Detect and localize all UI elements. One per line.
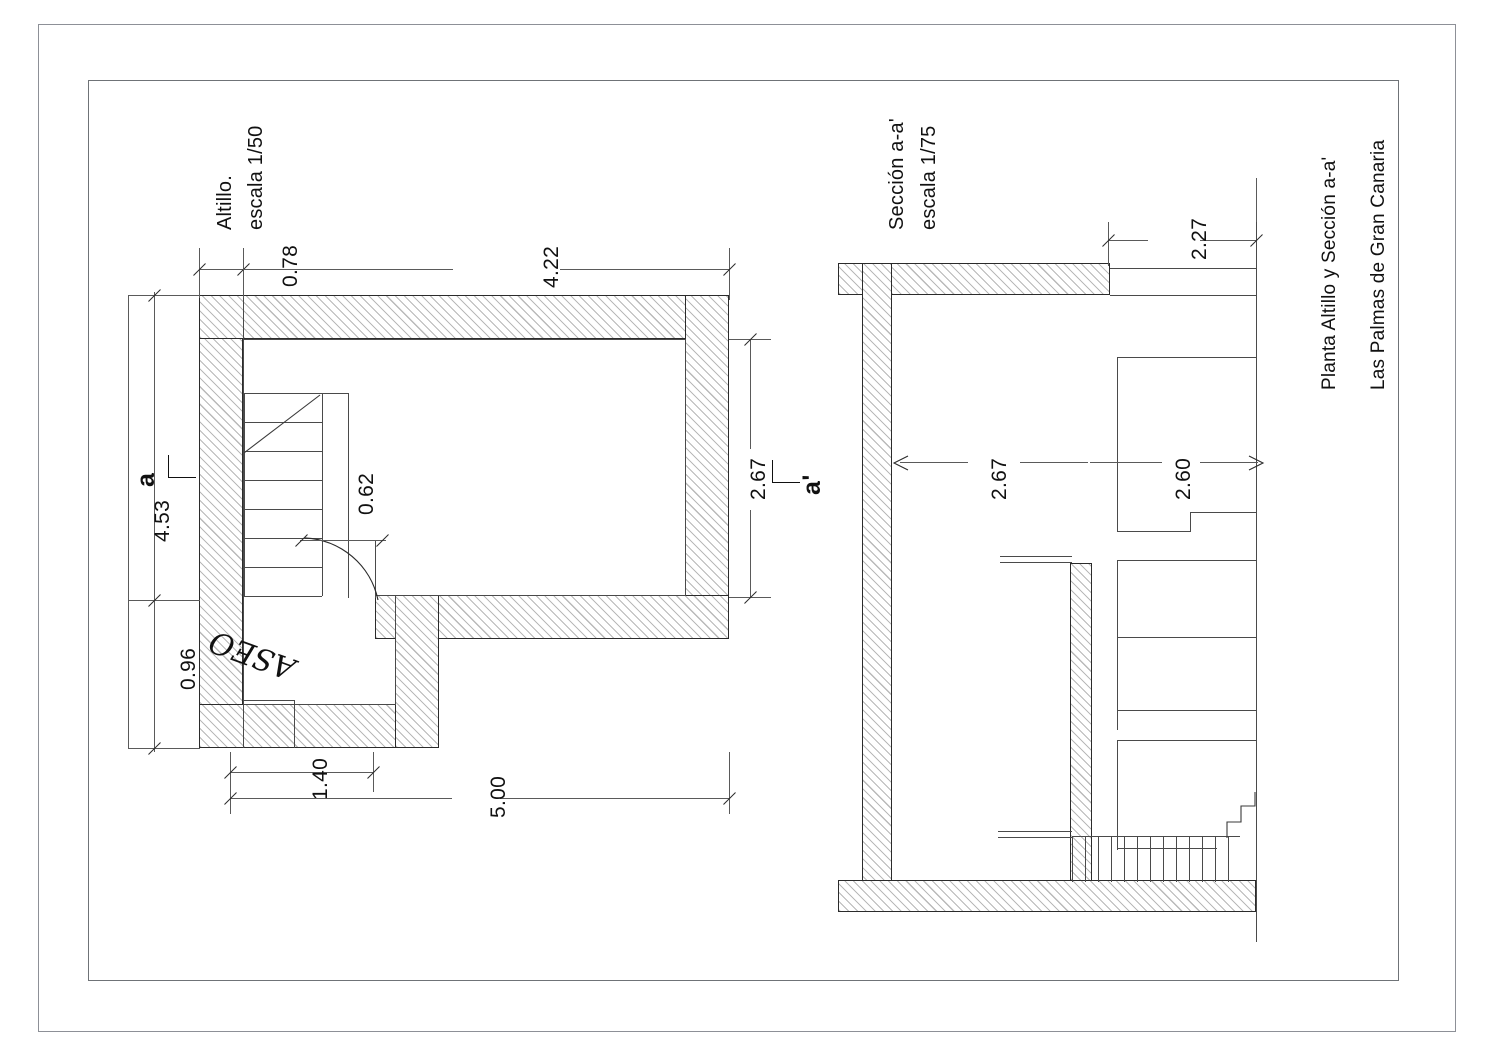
section-lintel-top (1110, 268, 1256, 269)
plan-interior-fill-main (244, 340, 685, 595)
plan-inner-edge-left (243, 295, 244, 748)
section-lintel-bottom (1110, 295, 1256, 296)
plan-dim-door-value: 0.62 (355, 472, 378, 515)
plan-dim-left-lower-value: 0.96 (177, 647, 200, 690)
plan-title-line2: escala 1/50 (245, 125, 267, 231)
plan-title-line1: Altillo. (214, 175, 236, 230)
section-title-line2: escala 1/75 (918, 125, 940, 231)
section-right-edge-upper (1256, 178, 1257, 296)
section-dim-arrow-left (892, 455, 909, 471)
titleblock-line2: Las Palmas de Gran Canaria (1368, 139, 1389, 390)
plan-wall-top (199, 295, 729, 339)
plan-dim-bottom-full-value: 5.00 (487, 775, 510, 818)
plan-wall-aseo-right (395, 595, 439, 748)
plan-inner-edge-bottom-main (375, 595, 686, 596)
plan-dim-left-upper-value: 4.53 (151, 499, 174, 542)
section-right-edge (1256, 295, 1257, 920)
plan-inner-edge-top (243, 339, 686, 340)
plan-stair-run-arrow (244, 394, 321, 454)
section-partition (1070, 563, 1092, 881)
section-step-profile (1226, 792, 1256, 838)
plan-aseo-fixture-right (294, 700, 295, 748)
plan-inner-edge-bottom-aseo (243, 704, 396, 705)
section-right-foot (1256, 912, 1257, 942)
plan-wall-right (685, 295, 729, 599)
plan-interior-fill-aseo (244, 640, 395, 704)
section-title-line1: Sección a-a' (886, 118, 908, 230)
plan-dim-top-left-value: 0.78 (279, 244, 302, 287)
titleblock-line1: Planta Altillo y Sección a-a' (1319, 156, 1340, 390)
plan-aseo-fixture-top (243, 700, 295, 701)
plan-wall-left (199, 295, 243, 748)
section-slab-bottom (838, 880, 1256, 912)
plan-inner-edge-right (685, 339, 686, 596)
sheet-inner-frame (88, 80, 1399, 981)
plan-inner-edge-aseo-right (395, 595, 396, 705)
section-dim-top-right-value: 2.27 (1188, 217, 1211, 260)
section-dim-arrow-right (1248, 455, 1265, 471)
sheet-outer-border (38, 24, 1456, 1032)
plan-dim-top-right-value: 4.22 (540, 245, 563, 288)
plan-dim-bottom-left-value: 1.40 (309, 757, 332, 800)
plan-door-swing-arc (304, 537, 379, 601)
plan-dim-right-value: 2.67 (747, 457, 770, 500)
section-wall-left (862, 263, 892, 896)
section-dim-height-right-value: 2.60 (1172, 457, 1195, 500)
section-dim-height-left-value: 2.67 (988, 457, 1011, 500)
plan-section-mark-aprime: a' (798, 474, 826, 495)
plan-section-mark-a: a (132, 472, 160, 487)
